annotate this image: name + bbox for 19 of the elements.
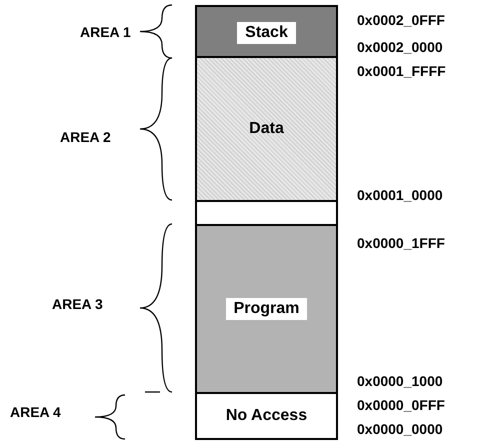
address-label: 0x0002_0FFF [357, 12, 445, 28]
memory-gap [195, 200, 338, 226]
address-label: 0x0000_0000 [357, 421, 443, 437]
area-label: AREA 1 [80, 24, 131, 40]
memory-region [195, 224, 338, 394]
memory-region [195, 392, 338, 440]
region-label: Stack [237, 22, 296, 44]
address-label: 0x0001_FFFF [357, 63, 446, 79]
region-label: Data [248, 119, 285, 139]
area-label: AREA 2 [60, 129, 111, 145]
area-label: AREA 3 [52, 296, 103, 312]
address-label: 0x0000_1000 [357, 373, 443, 389]
address-label: 0x0000_0FFF [357, 397, 445, 413]
region-label: Program [226, 298, 308, 320]
address-label: 0x0001_0000 [357, 187, 443, 203]
memory-region [195, 56, 338, 202]
address-label: 0x0000_1FFF [357, 235, 445, 251]
area-label: AREA 4 [10, 404, 61, 420]
address-label: 0x0002_0000 [357, 39, 443, 55]
